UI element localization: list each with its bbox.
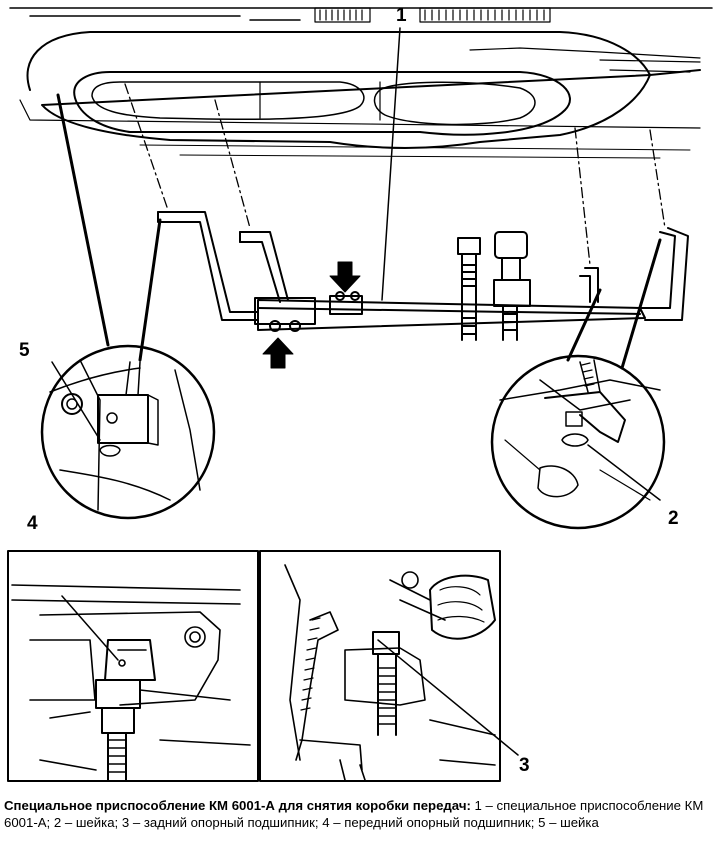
front-bearing-detail: [11, 584, 251, 781]
callout-3: 3: [519, 755, 530, 776]
leader-lines: [124, 83, 666, 266]
caption-legend: 1 – специальное приспособление КМ 6001-А…: [4, 798, 704, 830]
callout-2: 2: [668, 508, 679, 529]
up-arrow-icon: [262, 337, 294, 369]
special-tool-km6001a: [157, 211, 689, 341]
down-arrow-icon: [329, 261, 361, 293]
force-arrows: [262, 261, 361, 369]
callout-1: 1: [396, 5, 407, 26]
grille-detail: [314, 7, 551, 23]
vehicle-underbody-drawing: [9, 7, 713, 301]
bottom-panel-frames: [7, 550, 501, 782]
callout-5: 5: [19, 340, 30, 361]
subframe-outline: [26, 31, 701, 149]
callout-leaders: [56, 93, 662, 370]
detail-circle-right: [490, 354, 666, 530]
rear-bearing-detail: [284, 564, 519, 781]
figure-caption: Специальное приспособление КМ 6001-А для…: [4, 797, 710, 831]
detail-circle-left: [40, 344, 216, 520]
callout-4: 4: [27, 513, 38, 534]
caption-title: Специальное приспособление КМ 6001-А для…: [4, 798, 471, 813]
